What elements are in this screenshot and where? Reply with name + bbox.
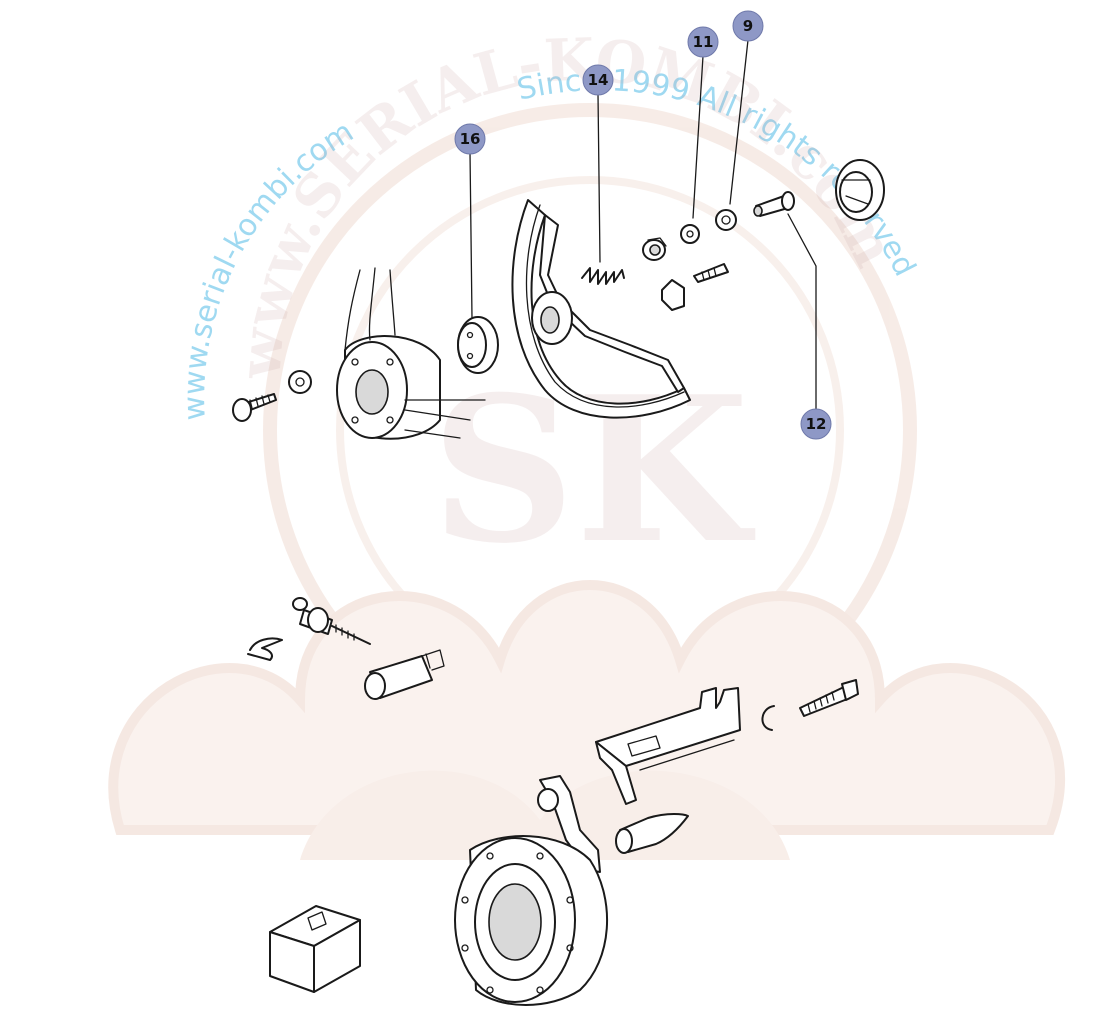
part-9-lock-washer [715, 209, 737, 231]
part-bolt-right [799, 679, 859, 717]
part-spring-clip [247, 637, 283, 661]
part-switch-cable [292, 597, 371, 645]
part-relay [269, 905, 361, 993]
callout-9-label: 9 [743, 17, 753, 35]
part-lock-washer-left [288, 370, 312, 394]
callout-9: 9 [732, 10, 764, 42]
part-14-spring [581, 267, 625, 285]
callout-12: 12 [800, 408, 832, 440]
part-steering-wheel-frame [511, 199, 691, 419]
part-screw-left [232, 393, 277, 422]
part-screw-mid [693, 263, 729, 283]
watermark-monogram: SK [431, 353, 755, 588]
callout-11-label: 11 [693, 33, 714, 51]
callout-16: 16 [454, 123, 486, 155]
part-contact-clip [661, 279, 685, 311]
part-circlip [761, 705, 775, 731]
part-horn [454, 775, 609, 1006]
part-12-shoulder-bolt [753, 191, 795, 217]
part-mounting-bracket [595, 687, 741, 805]
callout-16-label: 16 [460, 130, 481, 148]
callout-12-label: 12 [806, 415, 827, 433]
part-cap-sleeve [364, 649, 445, 700]
part-bullet-connector [615, 813, 689, 854]
watermark-logo [108, 103, 1065, 860]
part-steering-hub [336, 267, 486, 440]
callout-14: 14 [582, 64, 614, 96]
part-contact-ring [835, 159, 885, 221]
callout-14-label: 14 [588, 71, 609, 89]
leader-lines [469, 39, 817, 413]
part-16-cancel-ring [457, 316, 499, 374]
callout-11: 11 [687, 26, 719, 58]
part-11-washer [680, 224, 700, 244]
part-bushing [642, 237, 667, 261]
